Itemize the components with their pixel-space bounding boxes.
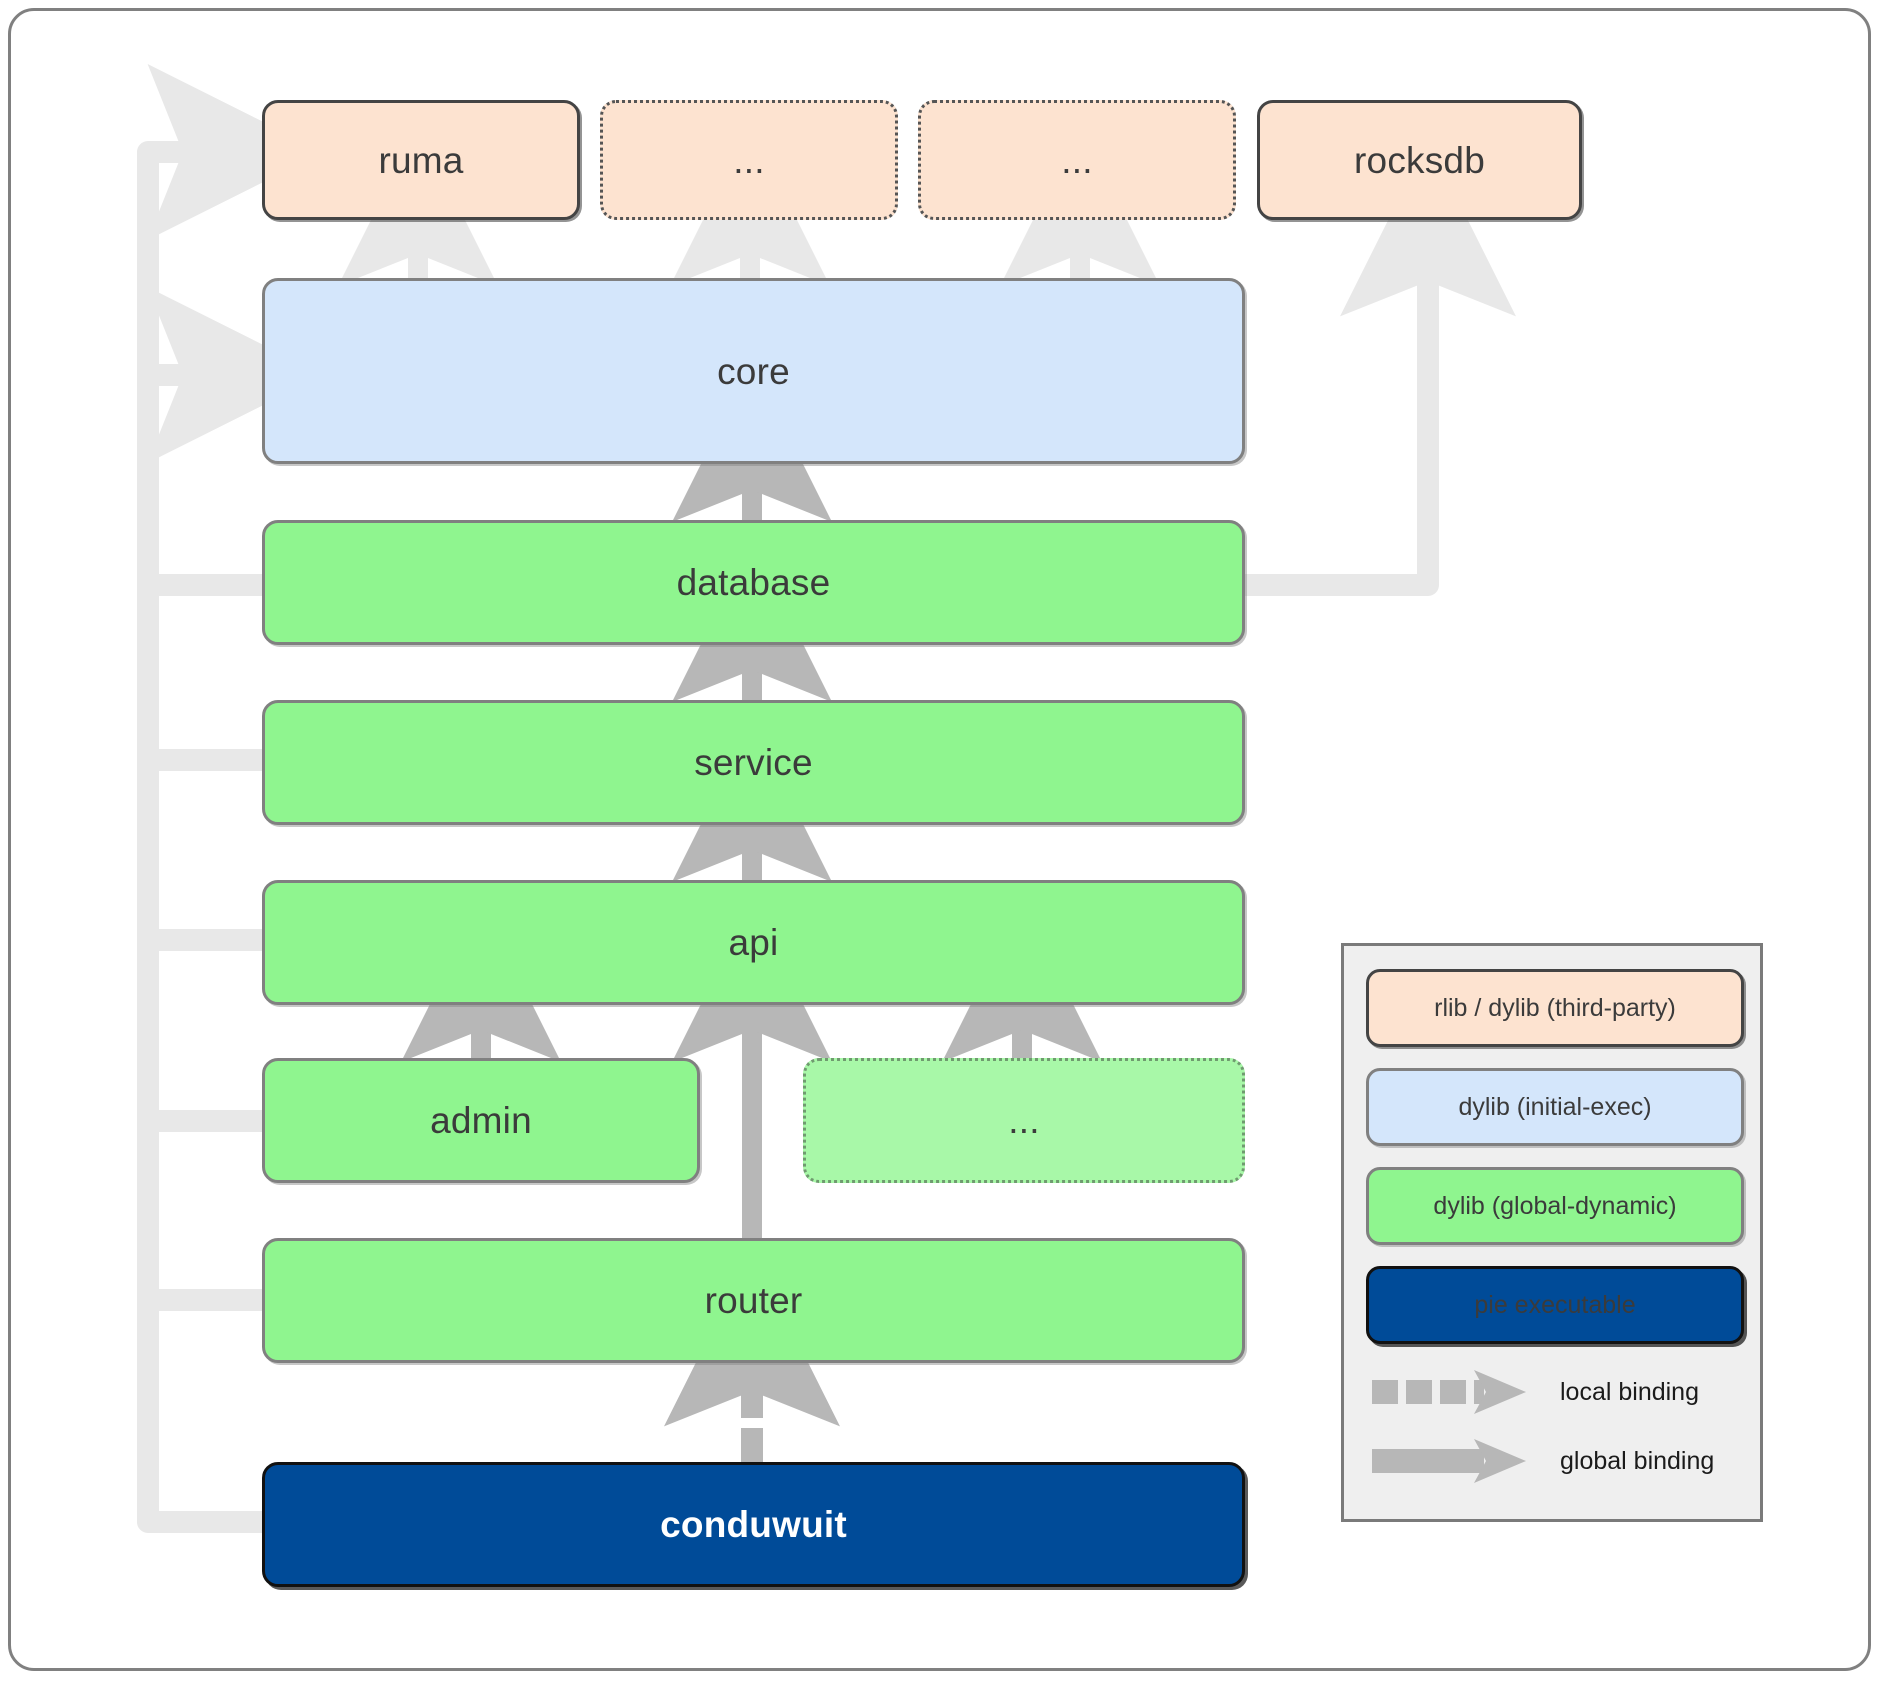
legend-panel: rlib / dylib (third-party) dylib (initia… (1341, 943, 1763, 1522)
node-service[interactable]: service (262, 700, 1245, 825)
legend-item-initial-exec: dylib (initial-exec) (1366, 1068, 1744, 1146)
legend-label: dylib (initial-exec) (1458, 1092, 1652, 1121)
legend-label: global binding (1560, 1446, 1715, 1475)
legend-item-third-party: rlib / dylib (third-party) (1366, 969, 1744, 1047)
node-label: database (676, 562, 831, 603)
legend-binding-local: local binding (1366, 1364, 1744, 1420)
dashed-arrow-icon (1366, 1364, 1536, 1420)
solid-arrow-icon (1366, 1433, 1536, 1489)
node-label: router (704, 1280, 803, 1321)
legend-label: rlib / dylib (third-party) (1434, 993, 1676, 1022)
node-label: rocksdb (1354, 139, 1485, 181)
legend-label: pie executable (1474, 1290, 1636, 1319)
node-admin[interactable]: admin (262, 1058, 700, 1183)
node-label: admin (430, 1100, 532, 1141)
node-third-party-a[interactable]: ... (600, 100, 898, 220)
legend-item-global-dynamic: dylib (global-dynamic) (1366, 1167, 1744, 1245)
node-label: ... (1061, 139, 1093, 181)
legend-item-pie-executable: pie executable (1366, 1266, 1744, 1344)
node-core[interactable]: core (262, 278, 1245, 464)
node-label: ... (733, 139, 765, 181)
node-ruma[interactable]: ruma (262, 100, 580, 220)
node-label: core (717, 350, 790, 392)
node-database[interactable]: database (262, 520, 1245, 645)
legend-label: local binding (1560, 1377, 1699, 1406)
legend-label: dylib (global-dynamic) (1433, 1191, 1677, 1220)
node-label: ruma (378, 139, 464, 181)
node-label: service (694, 742, 813, 783)
node-api[interactable]: api (262, 880, 1245, 1005)
node-rocksdb[interactable]: rocksdb (1257, 100, 1582, 220)
legend-binding-global: global binding (1366, 1433, 1744, 1489)
node-api-extra[interactable]: ... (803, 1058, 1245, 1183)
node-label: ... (1008, 1100, 1040, 1141)
node-label: api (728, 922, 779, 963)
node-third-party-b[interactable]: ... (918, 100, 1236, 220)
node-conduwuit[interactable]: conduwuit (262, 1462, 1245, 1587)
node-label: conduwuit (660, 1504, 847, 1545)
node-router[interactable]: router (262, 1238, 1245, 1363)
